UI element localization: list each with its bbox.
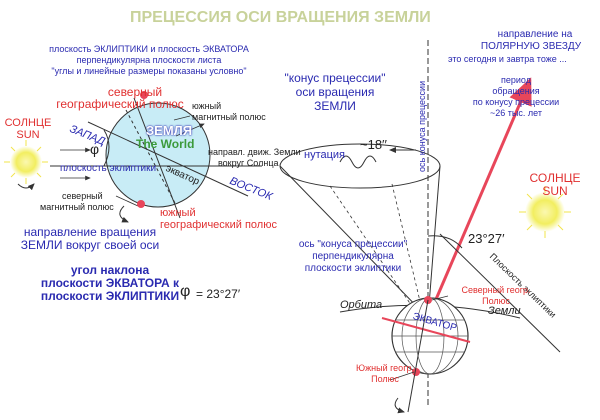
period-label-4: ~26 тыс. лет <box>490 108 542 118</box>
right-north-pole-label-1: Северный геогр. <box>461 285 531 295</box>
cone-label-3: ЗЕМЛИ <box>314 99 356 113</box>
north-mag-pole-label-2: магнитный полюс <box>40 202 114 212</box>
right-equator-line <box>381 317 471 343</box>
south-geo-pole-label-2: географический полюс <box>160 219 277 231</box>
north-mag-pole-label-1: северный <box>62 191 103 201</box>
right-south-pole-label-1: Южный геогр. <box>356 363 414 373</box>
earth-label-en: The World <box>136 137 195 151</box>
polaris-label-2: ПОЛЯРНУЮ ЗВЕЗДУ <box>480 41 582 52</box>
right-south-pole-dot <box>412 368 420 376</box>
left-rotation-arrow-icon <box>119 205 129 223</box>
tilt-label-2: плоскости ЭКВАТОРА к <box>40 276 180 290</box>
perp-label-2: перпендикулярна <box>312 251 394 262</box>
north-geo-pole-label-2: географический полюс <box>56 97 184 111</box>
earth-axis-line <box>125 97 181 219</box>
angle-18-label: ~18′′ <box>360 137 387 152</box>
motion-direction-label-1: направл. движ. Земли <box>208 147 301 157</box>
tilt-label-1: угол наклона <box>70 263 150 277</box>
sun-rotation-arrow-icon <box>17 183 35 191</box>
period-label-2: обращения <box>492 86 540 96</box>
perp-label-1: ось "конуса прецессии" <box>298 239 408 250</box>
right-north-pole-label-2: Полюс <box>482 296 510 306</box>
right-rotation-arrow-icon <box>394 397 405 414</box>
precession-cone <box>279 143 441 319</box>
plane-note-line-3: "углы и линейные размеры показаны условн… <box>51 66 247 76</box>
angle-23-arc <box>427 235 463 249</box>
nutation-label: нутация <box>304 149 346 161</box>
south-mag-pole-label-1: южный <box>192 101 222 111</box>
ecliptic-plane-label: плоскость эклиптики <box>60 163 157 174</box>
orbit-label-2: Земли <box>488 305 521 317</box>
north-geo-pole-label-1: северный <box>107 85 163 99</box>
orbit-label-1: Орбита <box>340 299 383 311</box>
cone-label-2: оси вращения <box>295 85 375 99</box>
south-geo-pole-dot <box>137 200 145 208</box>
nutation-wave <box>339 155 377 169</box>
left-sun-icon <box>4 140 48 184</box>
cone-label-1: "конус прецессии" <box>284 71 386 85</box>
left-sun-label-ru: СОЛНЦЕ <box>4 117 52 129</box>
polaris-label-1: направление на <box>497 29 573 40</box>
tilt-phi: φ <box>180 283 191 300</box>
rotation-direction-label-2: ЗЕМЛИ вокруг своей оси <box>20 238 160 252</box>
left-earth-globe <box>105 102 211 208</box>
right-south-pole-label-2: Полюс <box>371 374 399 384</box>
right-pointer-lines <box>389 295 449 381</box>
motion-direction-label-2: вокруг Солнца <box>218 158 279 168</box>
equator-line <box>87 121 249 197</box>
right-earth-axis-line <box>407 299 429 413</box>
tilt-value: = 23°27′ <box>196 287 241 301</box>
page-title: ПРЕЦЕССИЯ ОСИ ВРАЩЕНИЯ ЗЕМЛИ <box>130 9 431 26</box>
cone-axis-label: ось конуса прецессии <box>417 80 427 172</box>
plane-note-line-1: плоскость ЭКЛИПТИКИ и плоскость ЭКВАТОРА <box>49 44 249 54</box>
tilt-label-3: плоскости ЭКЛИПТИКИ <box>40 289 180 303</box>
cone-inner-lines <box>329 183 425 319</box>
polaris-label-3: это сегодня и завтра тоже ... <box>448 54 567 64</box>
angle-23-label: 23°27′ <box>468 231 505 246</box>
plane-note-line-2: перпендикулярна плоскости листа <box>76 55 222 65</box>
left-sun-label-en: SUN <box>16 129 40 141</box>
period-label-1: период <box>501 75 531 85</box>
phi-angle-arc <box>103 129 110 167</box>
earth-label-ru: ЗЕМЛЯ <box>146 123 193 138</box>
right-sun-icon <box>519 186 571 238</box>
phi-symbol: φ <box>90 141 100 157</box>
south-geo-pole-label-1: южный <box>160 207 196 219</box>
left-pointer-lines <box>60 115 205 207</box>
north-geo-pole-dot <box>140 91 148 99</box>
south-mag-pole-label-2: магнитный полюс <box>192 112 266 122</box>
right-sun-label-ru: СОЛНЦЕ <box>529 171 581 185</box>
period-label-3: по конусу прецессии <box>472 97 560 107</box>
ecliptic-plane-right-line <box>439 233 561 353</box>
polaris-arrow <box>426 77 532 319</box>
right-sun-label-en: SUN <box>542 184 568 198</box>
perp-label-3: плоскости эклиптики <box>304 263 402 274</box>
rotation-direction-label-1: направление вращения <box>23 225 157 239</box>
